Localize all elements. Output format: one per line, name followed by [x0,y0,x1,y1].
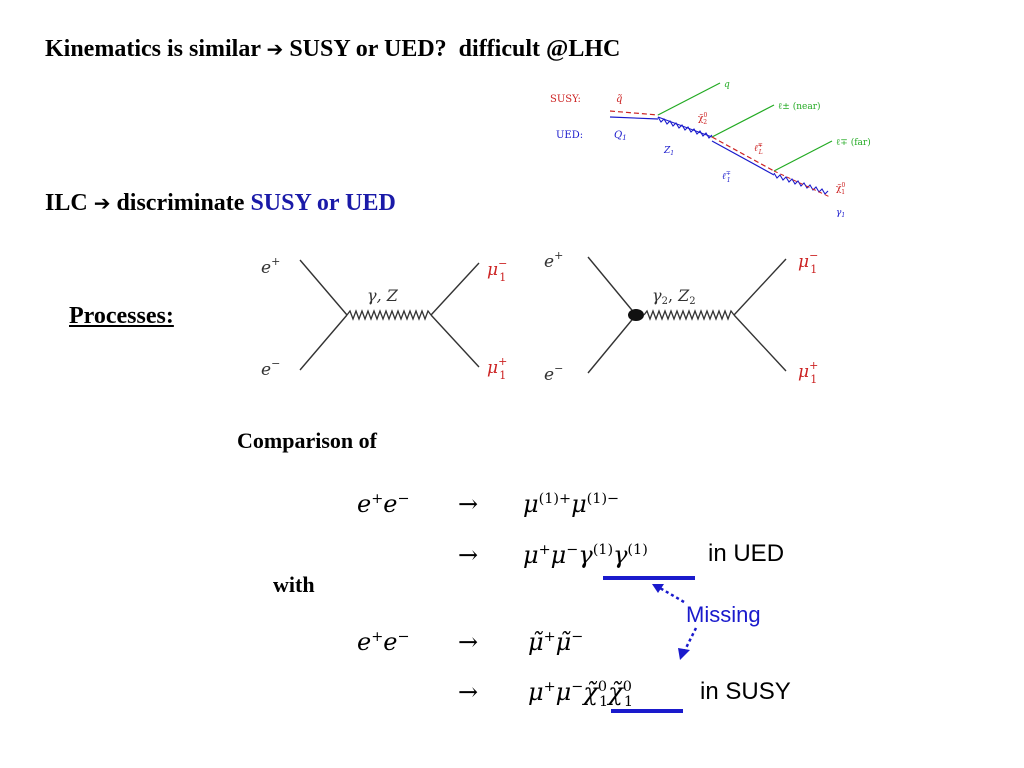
eq1-lhs: e+e− [357,490,410,518]
q-label: q [724,80,730,90]
eq3-arrow: → [458,628,479,656]
eq4-rhs: μ+μ−χ̃01χ̃01 [528,678,634,710]
chi2-wavy-line [657,116,713,139]
d1-eplus: e+ [261,255,280,278]
ued-quark-line [609,116,659,120]
feynman-diagram-1: e+ e− γ, Z μ−1 μ+1 [261,255,507,382]
d1-boson-label: γ, Z [367,286,399,305]
d2-eminus: e− [544,362,563,385]
susy-squark-line [609,110,659,116]
eq1-rhs: μ(1)+μ(1)− [523,490,620,518]
d2-mu-plus: μ+1 [798,359,818,386]
d1-mu-minus-line [430,262,480,316]
right-arrow-icon: ➔ [93,191,111,215]
slepton-label: ℓ̃∓L [754,142,763,156]
susy-missing-underline [611,709,683,713]
Q1-label: Q1 [614,130,627,142]
d2-vertex-blob [628,309,644,321]
missing-arrows [652,584,698,660]
missing-arrow-down-line [682,627,698,653]
ilc-highlight: SUSY or UED [250,190,396,216]
chi1-line [773,170,831,198]
comparison-title: Comparison of [237,428,377,453]
ilc-verb: discriminate [116,190,245,216]
title-part-c: difficult @LHC [458,36,621,62]
l1-line [711,140,775,176]
eq4-arrow: → [458,678,479,706]
d1-eminus-line [299,314,348,371]
q-tilde-label: q̃ [616,94,622,105]
near-lepton-label: ℓ± (near) [778,101,821,112]
susy-label: SUSY: [550,94,581,105]
d1-eminus: e− [261,357,280,380]
q-line [657,82,721,116]
missing-arrow-down-head [678,648,690,660]
title-part-a: Kinematics is similar [45,36,261,62]
near-lepton-line [711,104,775,138]
missing-arrow-up-head [652,584,664,593]
ilc-line: ILC ➔ discriminate SUSY or UED [45,190,396,217]
chi2-line [657,116,713,138]
slide-title: Kinematics is similar ➔ SUSY or UED? dif… [45,36,620,63]
d1-mu-minus: μ−1 [487,257,507,284]
d2-boson-label: γ2, Z2 [652,286,696,307]
susy-tag: in SUSY [700,678,791,705]
d2-eplus: e+ [544,249,563,272]
ued-missing-underline [603,576,695,580]
eq1-arrow: → [458,490,479,518]
eq2-arrow: → [458,541,479,569]
missing-label: Missing [686,602,761,627]
d2-mu-minus: μ−1 [798,249,818,276]
feynman-diagram-2: e+ e− γ2, Z2 μ−1 μ+1 [544,249,818,386]
eq3-lhs: e+e− [357,628,410,656]
gamma1-label: γ1 [836,208,845,219]
far-lepton-label: ℓ∓ (far) [836,137,871,148]
d1-mu-plus-line [430,314,480,368]
d1-boson-wavy-line [346,309,432,321]
d2-boson-wavy-line [643,309,735,321]
ued-tag: in UED [708,540,785,567]
d2-eplus-line [587,256,637,316]
d2-mu-minus-line [733,258,787,316]
eq3-rhs: μ̃+μ̃− [528,628,584,656]
missing-arrow-up-line [659,586,685,604]
eq2-rhs: μ+μ−γ(1)γ(1) [523,541,648,569]
slepton-line [711,136,775,172]
right-arrow-icon: ➔ [266,37,284,61]
d1-eplus-line [299,259,348,316]
d2-mu-plus-line [733,314,787,372]
l1-label: ℓ∓1 [722,170,731,184]
far-lepton-line [773,140,833,172]
Z1-label: Z1 [663,146,674,157]
d1-mu-plus: μ+1 [487,355,507,382]
title-part-b: SUSY or UED? [289,36,447,62]
processes-label: Processes: [69,303,174,329]
d2-eminus-line [587,314,637,374]
ued-label: UED: [556,130,583,141]
ilc-prefix: ILC [45,190,88,216]
with-label: with [273,572,315,597]
